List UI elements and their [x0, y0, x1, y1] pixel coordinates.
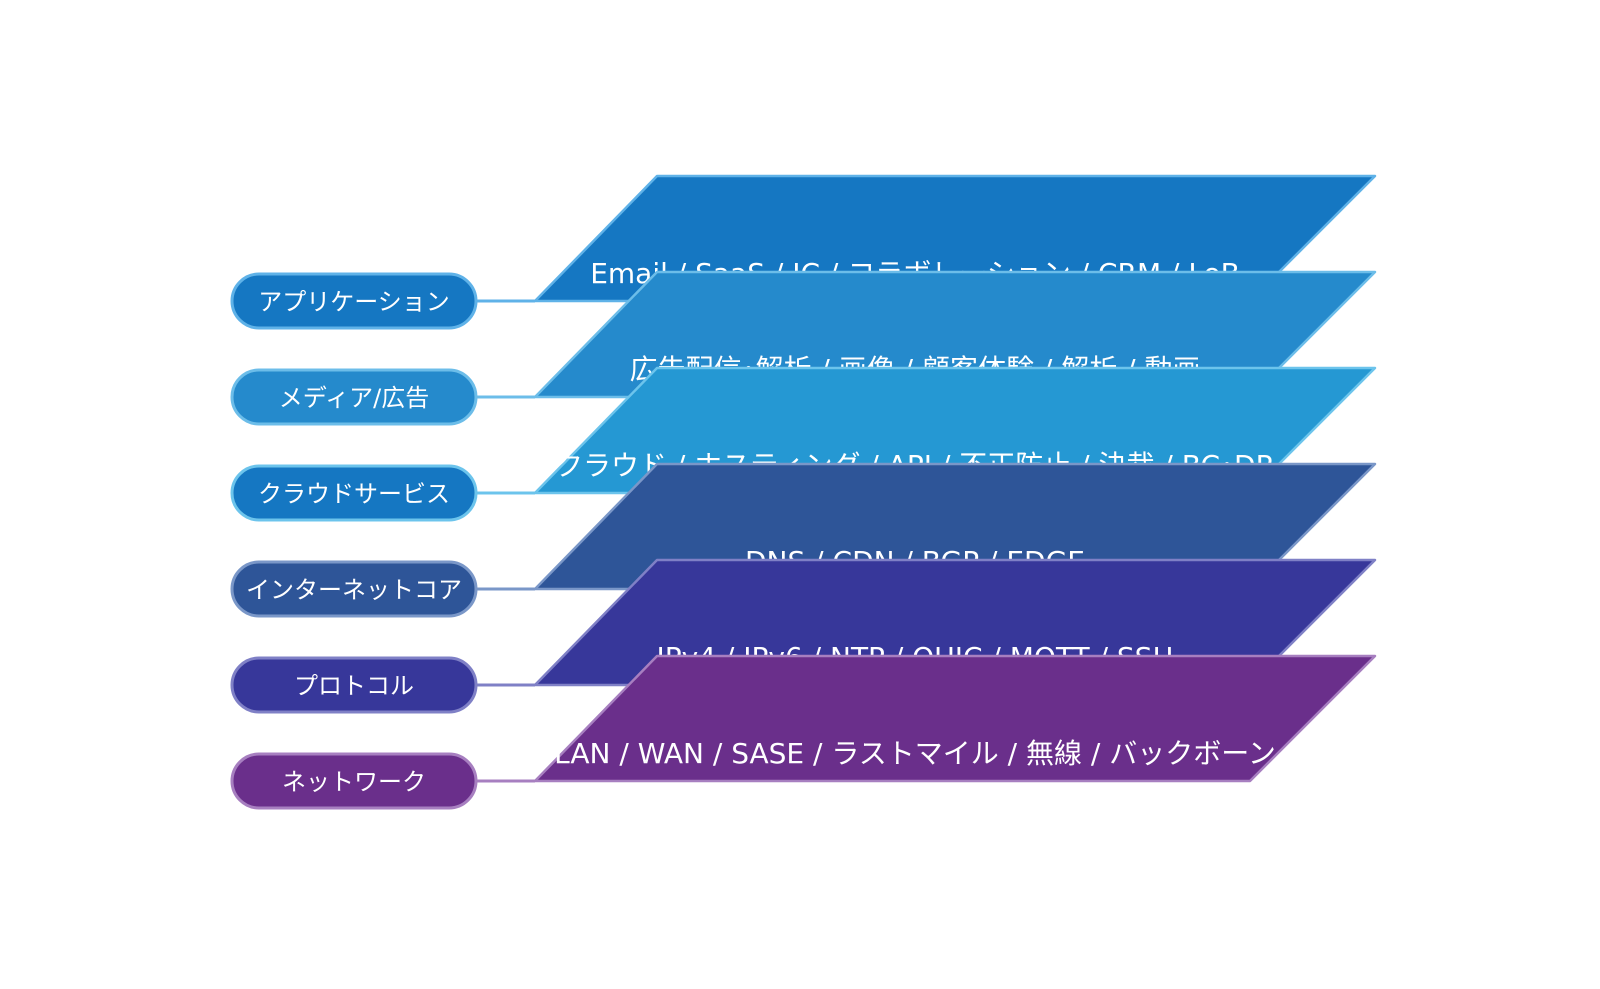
layer-label-text: メディア/広告 [279, 384, 429, 412]
layer-label-text: アプリケーション [258, 288, 450, 316]
pill-shape [230, 560, 478, 618]
layer-label-pill: アプリケーション [230, 272, 478, 330]
layer-5: LAN / WAN / SASE / ラストマイル / 無線 / バックボーン [533, 654, 1377, 783]
layer-label-pill: クラウドサービス [230, 464, 478, 522]
labels-group: アプリケーションメディア/広告クラウドサービスインターネットコアプロトコルネット… [230, 272, 535, 810]
layer-label-pill: インターネットコア [230, 560, 478, 618]
pill-shape [230, 656, 478, 714]
layers-group: Email / SaaS / IC / コラボレーション / CRM / LoB… [533, 174, 1377, 783]
layer-label-text: プロトコル [294, 672, 414, 700]
layer-label-pill: メディア/広告 [230, 368, 478, 426]
pill-shape [230, 368, 478, 426]
layer-label-text: インターネットコア [246, 576, 462, 604]
layer-label-pill: プロトコル [230, 656, 478, 714]
pill-shape [230, 752, 478, 810]
pill-shape [230, 464, 478, 522]
layer-content-text: LAN / WAN / SASE / ラストマイル / 無線 / バックボーン [554, 737, 1276, 770]
layer-label-text: クラウドサービス [258, 480, 450, 508]
layer-label-pill: ネットワーク [230, 752, 478, 810]
layer-label-text: ネットワーク [282, 768, 426, 796]
pill-shape [230, 272, 478, 330]
layer-plane [533, 654, 1377, 783]
